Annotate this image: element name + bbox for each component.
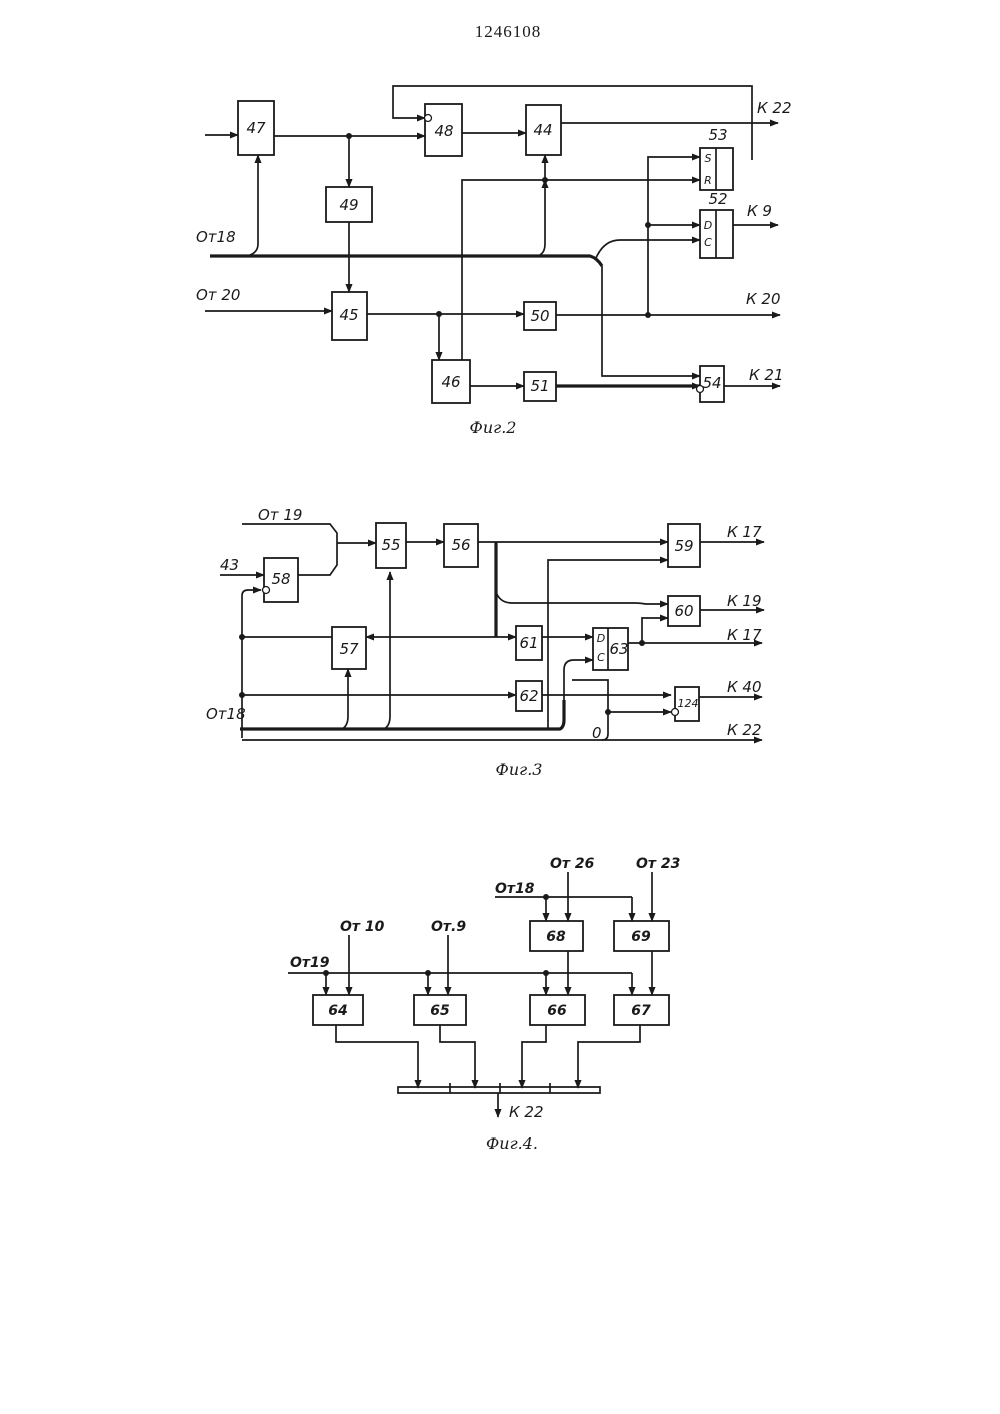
svg-text:58: 58	[271, 570, 290, 588]
fig3-label-to40: К 40	[727, 678, 762, 696]
block-64: 64	[313, 995, 363, 1025]
figure-4: 64 65 66 67 68 69 От 10 От.9 От 26 От 23…	[288, 856, 680, 1153]
fig2-label-from20: От 20	[196, 286, 240, 304]
fig3-label-zero: 0	[592, 724, 602, 742]
block-68: 68	[530, 921, 583, 951]
fig3-label-to17b: К 17	[727, 626, 762, 644]
figure-2: 47 48 44 49 45 50 46 51	[196, 86, 792, 437]
block-57: 57	[332, 627, 366, 669]
block-44: 44	[526, 105, 561, 155]
svg-text:59: 59	[674, 537, 693, 555]
block-47: 47	[238, 101, 274, 155]
fig2-caption: Фиг.2	[470, 418, 517, 437]
fig4-label-from26: От 26	[550, 856, 595, 872]
fig4-label-to22: К 22	[509, 1103, 544, 1121]
block-46: 46	[432, 360, 470, 403]
svg-text:45: 45	[339, 306, 358, 324]
fig3-caption: Фиг.3	[496, 760, 543, 779]
svg-text:54: 54	[702, 374, 721, 392]
svg-text:D: D	[704, 219, 712, 232]
svg-text:52: 52	[708, 190, 727, 208]
svg-text:53: 53	[708, 126, 727, 144]
svg-text:66: 66	[547, 1003, 567, 1019]
figure-3: 58 55 56 57 59 60 61 62	[206, 506, 764, 779]
block-45: 45	[332, 292, 367, 340]
svg-text:C: C	[704, 236, 712, 249]
block-66: 66	[530, 995, 585, 1025]
block-50: 50	[524, 302, 556, 330]
svg-text:63: 63	[609, 640, 628, 658]
svg-text:D: D	[597, 632, 605, 645]
fig3-label-from19: От 19	[258, 506, 302, 524]
fig3-label-to19: К 19	[727, 592, 762, 610]
block-61: 61	[516, 626, 542, 660]
fig2-label-from18: От18	[196, 228, 236, 246]
svg-text:49: 49	[339, 196, 358, 214]
fig2-label-to22: К 22	[757, 99, 792, 117]
svg-text:56: 56	[451, 536, 470, 554]
svg-text:C: C	[597, 651, 605, 664]
svg-text:55: 55	[381, 536, 400, 554]
block-49: 49	[326, 187, 372, 222]
svg-text:46: 46	[441, 373, 460, 391]
svg-text:48: 48	[434, 122, 453, 140]
svg-text:R: R	[704, 174, 712, 187]
block-52-d-trigger: D C 52	[700, 190, 733, 258]
fig4-caption: Фиг.4.	[486, 1134, 538, 1153]
svg-text:50: 50	[530, 307, 549, 325]
svg-text:51: 51	[530, 377, 549, 395]
block-124: 124	[672, 687, 700, 721]
block-65: 65	[414, 995, 466, 1025]
block-54: 54	[697, 366, 725, 402]
fig3-label-to22: К 22	[727, 721, 762, 739]
fig2-label-to21: К 21	[749, 366, 784, 384]
fig4-label-from10: От 10	[340, 919, 385, 935]
fig2-label-to9: К 9	[747, 202, 772, 220]
block-63-d-trigger: D C 63	[593, 628, 629, 670]
svg-text:69: 69	[631, 929, 651, 945]
svg-text:44: 44	[533, 121, 552, 139]
block-62: 62	[516, 681, 542, 711]
svg-text:64: 64	[328, 1003, 347, 1019]
svg-text:61: 61	[519, 634, 538, 652]
svg-text:57: 57	[339, 640, 359, 658]
fig3-label-43: 43	[220, 556, 239, 574]
block-59: 59	[668, 524, 700, 567]
fig4-label-from18: От18	[495, 881, 535, 897]
svg-text:62: 62	[519, 687, 538, 705]
svg-text:124: 124	[678, 697, 699, 710]
fig3-label-to17a: К 17	[727, 523, 762, 541]
fig4-label-from19: От19	[290, 955, 330, 971]
fig2-label-to20: К 20	[746, 290, 781, 308]
block-53-sr-trigger: S R 53	[700, 126, 733, 190]
block-48: 48	[425, 104, 463, 156]
svg-text:47: 47	[246, 119, 266, 137]
block-67: 67	[614, 995, 669, 1025]
fig2-wires	[205, 86, 780, 388]
svg-text:68: 68	[546, 929, 566, 945]
block-60: 60	[668, 596, 700, 626]
fig4-label-from9: От.9	[431, 919, 466, 935]
svg-text:60: 60	[674, 602, 693, 620]
svg-text:S: S	[705, 152, 712, 165]
svg-text:67: 67	[631, 1003, 651, 1019]
block-55: 55	[376, 523, 406, 568]
block-56: 56	[444, 524, 478, 567]
block-51: 51	[524, 372, 556, 401]
fig3-label-from18: От18	[206, 705, 246, 723]
svg-text:65: 65	[430, 1003, 450, 1019]
block-69: 69	[614, 921, 669, 951]
fig4-label-from23: От 23	[636, 856, 680, 872]
block-58: 58	[263, 558, 299, 602]
